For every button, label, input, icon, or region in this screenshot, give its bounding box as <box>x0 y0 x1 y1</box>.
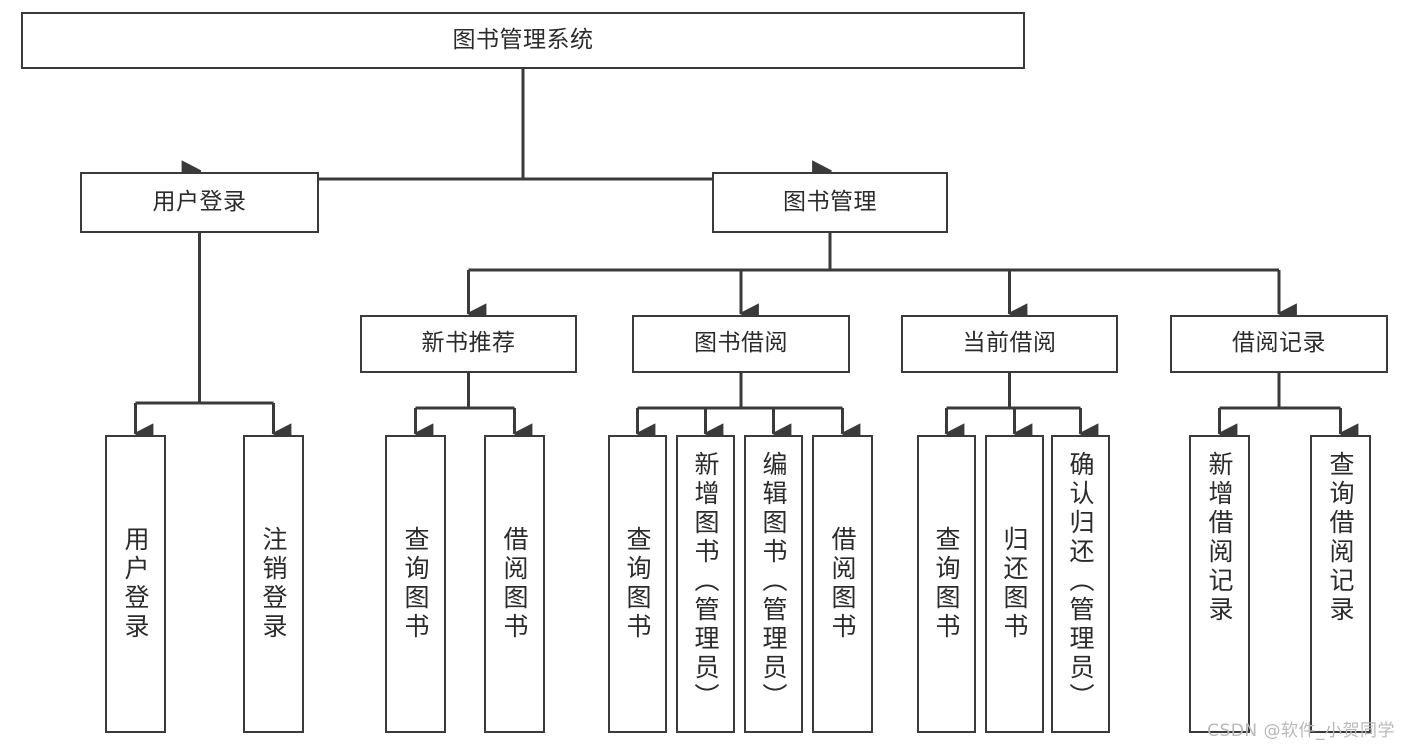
node-label-leaf-rec-2: 查询借阅记录 <box>1326 451 1355 625</box>
node-label-newbooks: 新书推荐 <box>421 330 516 357</box>
watermark: CSDN @软件_小贺同学 <box>1207 721 1395 741</box>
node-root[interactable]: 图书管理系统 <box>21 12 1025 69</box>
node-newbooks[interactable]: 新书推荐 <box>360 315 577 373</box>
node-label-leaf-borrow-3: 编辑图书（管理员） <box>759 451 788 712</box>
node-bookmgmt[interactable]: 图书管理 <box>712 172 948 233</box>
node-leaf-login-2[interactable]: 注销登录 <box>243 435 304 733</box>
node-label-leaf-login-1: 用户登录 <box>121 526 150 642</box>
node-label-leaf-rec-1: 新增借阅记录 <box>1205 451 1234 625</box>
node-leaf-cur-2[interactable]: 归还图书 <box>985 435 1044 733</box>
node-label-leaf-new-1: 查询图书 <box>401 526 430 642</box>
node-leaf-new-1[interactable]: 查询图书 <box>385 435 446 733</box>
node-leaf-borrow-2[interactable]: 新增图书（管理员） <box>676 435 735 733</box>
node-label-leaf-cur-1: 查询图书 <box>932 526 961 642</box>
node-leaf-rec-2[interactable]: 查询借阅记录 <box>1310 435 1371 733</box>
node-label-leaf-cur-2: 归还图书 <box>1000 526 1029 642</box>
node-leaf-new-2[interactable]: 借阅图书 <box>484 435 545 733</box>
node-login[interactable]: 用户登录 <box>80 172 319 233</box>
node-leaf-cur-3[interactable]: 确认归还（管理员） <box>1051 435 1110 733</box>
node-leaf-login-1[interactable]: 用户登录 <box>105 435 166 733</box>
node-leaf-cur-1[interactable]: 查询图书 <box>917 435 976 733</box>
node-label-root: 图书管理系统 <box>452 26 594 53</box>
node-label-records: 借阅记录 <box>1232 330 1326 357</box>
node-label-current: 当前借阅 <box>962 330 1057 357</box>
node-leaf-borrow-1[interactable]: 查询图书 <box>608 435 667 733</box>
node-label-leaf-cur-3: 确认归还（管理员） <box>1066 451 1095 712</box>
node-label-leaf-borrow-1: 查询图书 <box>623 526 652 642</box>
node-label-leaf-borrow-4: 借阅图书 <box>828 526 857 642</box>
node-current[interactable]: 当前借阅 <box>901 315 1118 373</box>
node-records[interactable]: 借阅记录 <box>1170 315 1388 373</box>
node-label-leaf-borrow-2: 新增图书（管理员） <box>691 451 720 712</box>
node-borrow[interactable]: 图书借阅 <box>632 315 850 373</box>
node-label-bookmgmt: 图书管理 <box>783 188 877 215</box>
node-leaf-rec-1[interactable]: 新增借阅记录 <box>1189 435 1250 733</box>
node-label-login: 用户登录 <box>152 188 247 215</box>
node-label-leaf-login-2: 注销登录 <box>259 526 288 642</box>
node-label-leaf-new-2: 借阅图书 <box>500 526 529 642</box>
node-leaf-borrow-3[interactable]: 编辑图书（管理员） <box>744 435 803 733</box>
node-leaf-borrow-4[interactable]: 借阅图书 <box>812 435 873 733</box>
node-label-borrow: 图书借阅 <box>694 330 788 357</box>
